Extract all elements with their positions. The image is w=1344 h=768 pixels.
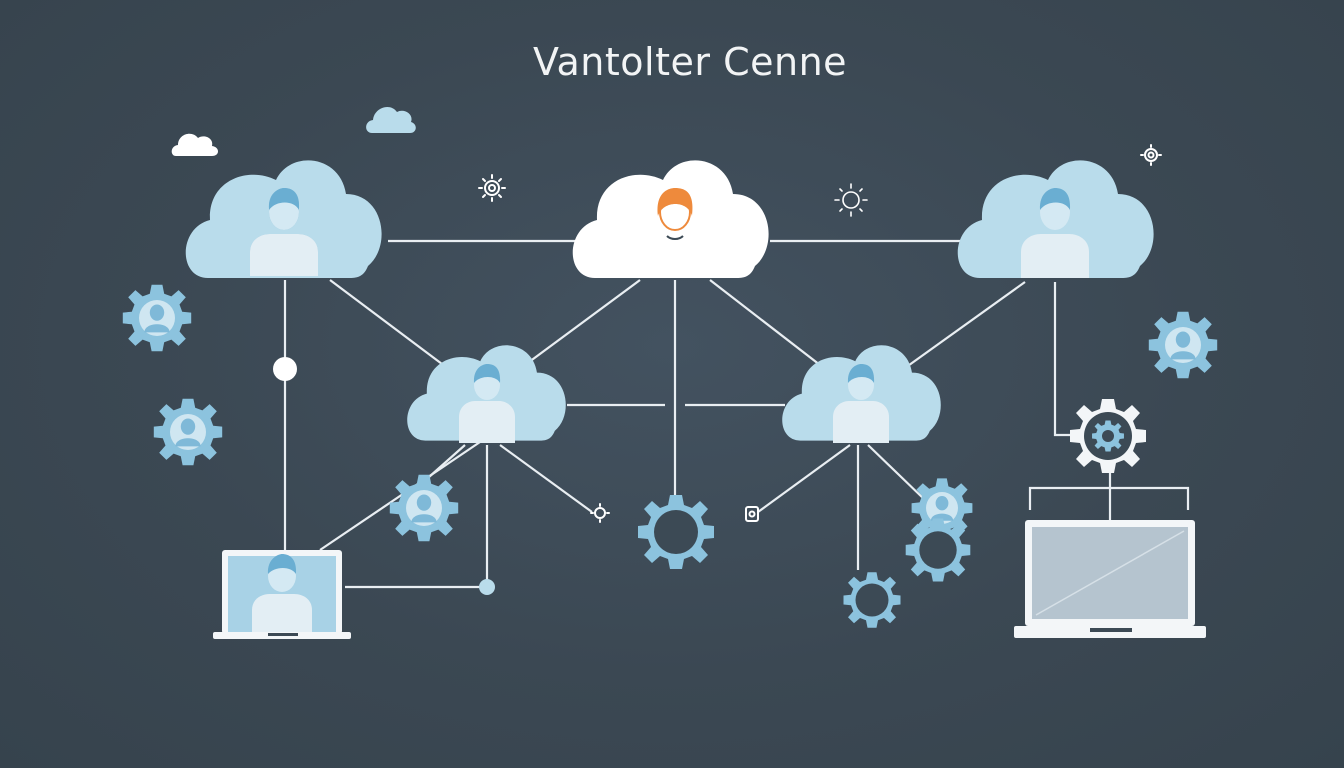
person-icon xyxy=(250,188,318,276)
line-midright-small xyxy=(757,444,851,513)
person-icon xyxy=(1021,188,1089,278)
person-gear-icon xyxy=(1148,311,1218,379)
person-gear-icon xyxy=(389,474,459,542)
node-dot xyxy=(273,357,297,381)
line-center-midright xyxy=(709,279,821,366)
line-midright-gear xyxy=(867,444,926,501)
line-right-gear xyxy=(1053,282,1070,437)
person-icon xyxy=(459,364,515,443)
person-icon xyxy=(252,554,312,632)
person-cloud-left xyxy=(185,160,382,278)
connection-lines xyxy=(283,239,1190,589)
gear-icon xyxy=(638,495,714,569)
central-person-cloud xyxy=(572,160,769,278)
small-gear-icon xyxy=(478,174,506,202)
node-dot xyxy=(479,579,495,595)
person-icon xyxy=(657,188,693,240)
line-right-midright xyxy=(904,281,1026,369)
person-cloud-mid-right xyxy=(782,345,941,443)
small-cloud-icon xyxy=(366,106,416,133)
settings-gear-icon xyxy=(1070,399,1146,473)
laptop-right xyxy=(1014,520,1206,638)
diagram-title: Vantolter Cenne xyxy=(532,40,848,84)
line-midleft-smallgear xyxy=(499,444,593,513)
gear-icon xyxy=(843,572,901,628)
person-cloud-right xyxy=(957,160,1154,278)
person-gear-icon xyxy=(153,398,223,466)
small-cloud-icon xyxy=(171,133,218,156)
line-left-midleft xyxy=(329,279,451,371)
laptop-left xyxy=(213,550,351,639)
gear-icon xyxy=(905,518,971,582)
small-device-icon xyxy=(745,506,759,522)
small-gear-icon xyxy=(590,503,610,523)
line-center-midleft xyxy=(524,279,641,366)
person-gear-icon xyxy=(122,284,192,352)
sun-icon xyxy=(834,183,868,217)
person-icon xyxy=(833,364,889,443)
line-midleft-laptop xyxy=(319,441,481,551)
person-cloud-mid-left xyxy=(407,345,566,443)
small-gear-icon xyxy=(1140,144,1162,166)
